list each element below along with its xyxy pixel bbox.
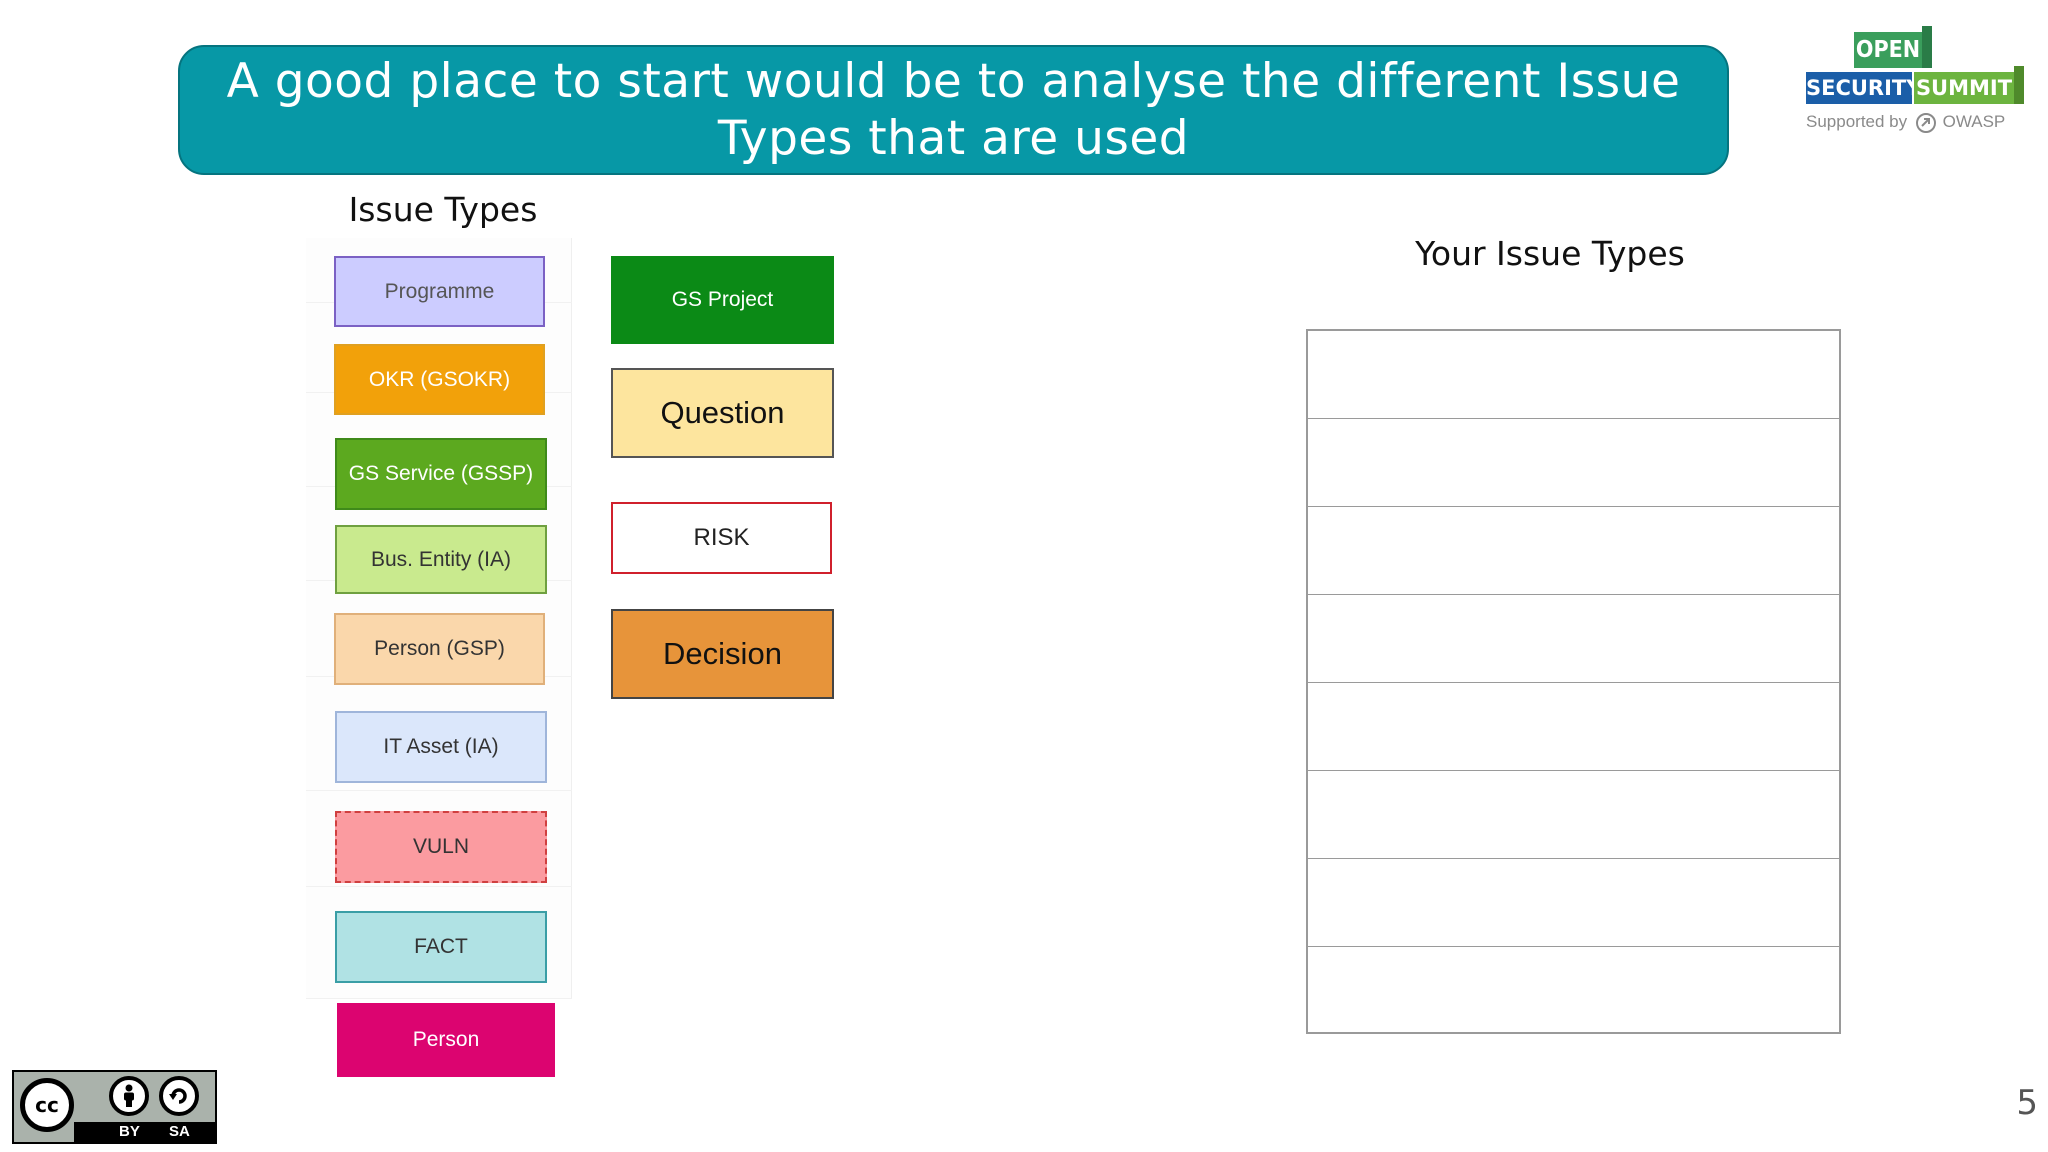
issue-types-heading: Issue Types <box>348 190 538 229</box>
owasp-icon <box>1915 112 1936 133</box>
license-sa-label: SA <box>169 1123 190 1140</box>
open-security-summit-logo: OPEN SECURITY SUMMIT Supported by OWASP <box>1800 26 2030 138</box>
attribution-icon <box>109 1076 149 1116</box>
issue-type-gs-project[interactable]: GS Project <box>611 256 834 344</box>
table-row-divider <box>1308 418 1839 419</box>
license-by-label: BY <box>119 1123 140 1140</box>
share-alike-icon <box>159 1076 199 1116</box>
panel-gridline <box>306 886 572 887</box>
issue-type-person[interactable]: Person <box>337 1003 555 1077</box>
license-labels: BY SA <box>74 1122 215 1142</box>
issue-type-label: IT Asset (IA) <box>383 735 499 758</box>
table-row-divider <box>1308 506 1839 507</box>
issue-type-gs-service[interactable]: GS Service (GSSP) <box>335 438 547 510</box>
issue-type-label: Person (GSP) <box>374 637 505 660</box>
logo-block-shade <box>1922 26 1932 68</box>
issue-type-label: Programme <box>384 279 495 303</box>
issue-type-label: GS Project <box>671 288 774 311</box>
panel-gridline <box>306 790 572 791</box>
issue-type-label: Person <box>412 1028 480 1051</box>
table-row-divider <box>1308 682 1839 683</box>
logo-supported-by: Supported by OWASP <box>1806 110 2026 134</box>
cc-icon: cc <box>20 1078 74 1132</box>
svg-text:cc: cc <box>35 1093 59 1117</box>
logo-block-shade <box>2014 66 2024 104</box>
table-row-divider <box>1308 594 1839 595</box>
issue-type-label: OKR (GSOKR) <box>368 367 511 391</box>
table-row-divider <box>1308 946 1839 947</box>
issue-type-label: VULN <box>412 835 470 858</box>
issue-type-label: GS Service (GSSP) <box>348 462 534 485</box>
slide-title: A good place to start would be to analys… <box>226 54 1681 166</box>
issue-type-label: FACT <box>414 935 468 958</box>
issue-type-bus-entity[interactable]: Bus. Entity (IA) <box>335 525 547 594</box>
issue-type-it-asset[interactable]: IT Asset (IA) <box>335 711 547 783</box>
issue-type-vuln[interactable]: VULN <box>335 811 547 883</box>
table-row-divider <box>1308 858 1839 859</box>
logo-summit-text: SUMMIT <box>1914 72 2014 104</box>
panel-gridline <box>306 998 572 999</box>
your-issue-types-heading: Your Issue Types <box>1415 234 1685 273</box>
issue-type-decision[interactable]: Decision <box>611 609 834 699</box>
issue-type-risk[interactable]: RISK <box>611 502 832 574</box>
issue-type-label: Decision <box>663 636 782 671</box>
logo-security-text: SECURITY <box>1806 72 1921 104</box>
slide-title-banner: A good place to start would be to analys… <box>178 45 1729 175</box>
owasp-text: OWASP <box>1942 112 2006 131</box>
issue-type-okr[interactable]: OKR (GSOKR) <box>334 344 545 415</box>
issue-type-label: Question <box>660 395 785 430</box>
issue-type-label: Bus. Entity (IA) <box>370 547 512 571</box>
cc-by-sa-license-badge: cc BY SA <box>12 1070 217 1144</box>
supported-by-text: Supported by <box>1806 112 1908 131</box>
issue-type-programme[interactable]: Programme <box>334 256 545 327</box>
issue-type-label: RISK <box>693 524 750 551</box>
slide-number: 5 <box>2016 1083 2038 1123</box>
table-row-divider <box>1308 770 1839 771</box>
issue-type-fact[interactable]: FACT <box>335 911 547 983</box>
issue-type-question[interactable]: Question <box>611 368 834 458</box>
your-issue-types-table <box>1306 329 1841 1034</box>
issue-type-person-gsp[interactable]: Person (GSP) <box>334 613 545 685</box>
logo-open-text: OPEN <box>1854 32 1922 68</box>
